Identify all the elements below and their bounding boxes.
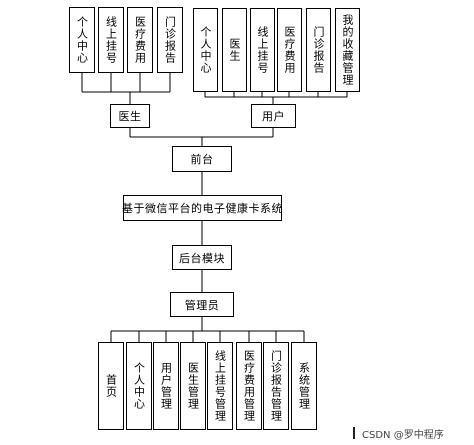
admin-module-registration-management: 线上挂号管理 <box>207 342 233 430</box>
root-system-node: 基于微信平台的电子健康卡系统 <box>122 195 283 221</box>
doctor-node: 医生 <box>110 104 150 128</box>
user-module-medical-fees: 医疗费用 <box>277 8 302 92</box>
text-cursor-mark <box>353 427 355 439</box>
admin-node: 管理员 <box>170 292 234 317</box>
admin-module-fees-management: 医疗费用管理 <box>236 342 262 430</box>
admin-module-user-management: 用户管理 <box>153 342 179 430</box>
admin-module-home: 首页 <box>98 342 124 430</box>
backend-node: 后台模块 <box>172 245 232 270</box>
doctor-module-outpatient-report: 门诊报告 <box>157 7 183 73</box>
user-module-outpatient-report: 门诊报告 <box>306 8 331 92</box>
user-module-online-registration: 线上挂号 <box>250 8 275 92</box>
admin-module-report-management: 门诊报告管理 <box>263 342 289 430</box>
user-module-personal-center: 个人中心 <box>193 8 218 92</box>
doctor-module-online-registration: 线上挂号 <box>98 7 124 73</box>
doctor-module-medical-fees: 医疗费用 <box>127 7 153 73</box>
csdn-watermark: CSDN @罗中程序 <box>362 430 444 441</box>
doctor-module-personal-center: 个人中心 <box>69 7 95 73</box>
user-module-my-favorites: 我的收藏管理 <box>335 8 360 92</box>
admin-module-system-management: 系统管理 <box>291 342 317 430</box>
user-module-doctor: 医生 <box>222 8 247 92</box>
user-node: 用户 <box>251 104 296 128</box>
admin-module-doctor-management: 医生管理 <box>180 342 206 430</box>
frontend-node: 前台 <box>172 146 232 172</box>
admin-module-personal-center: 个人中心 <box>126 342 152 430</box>
